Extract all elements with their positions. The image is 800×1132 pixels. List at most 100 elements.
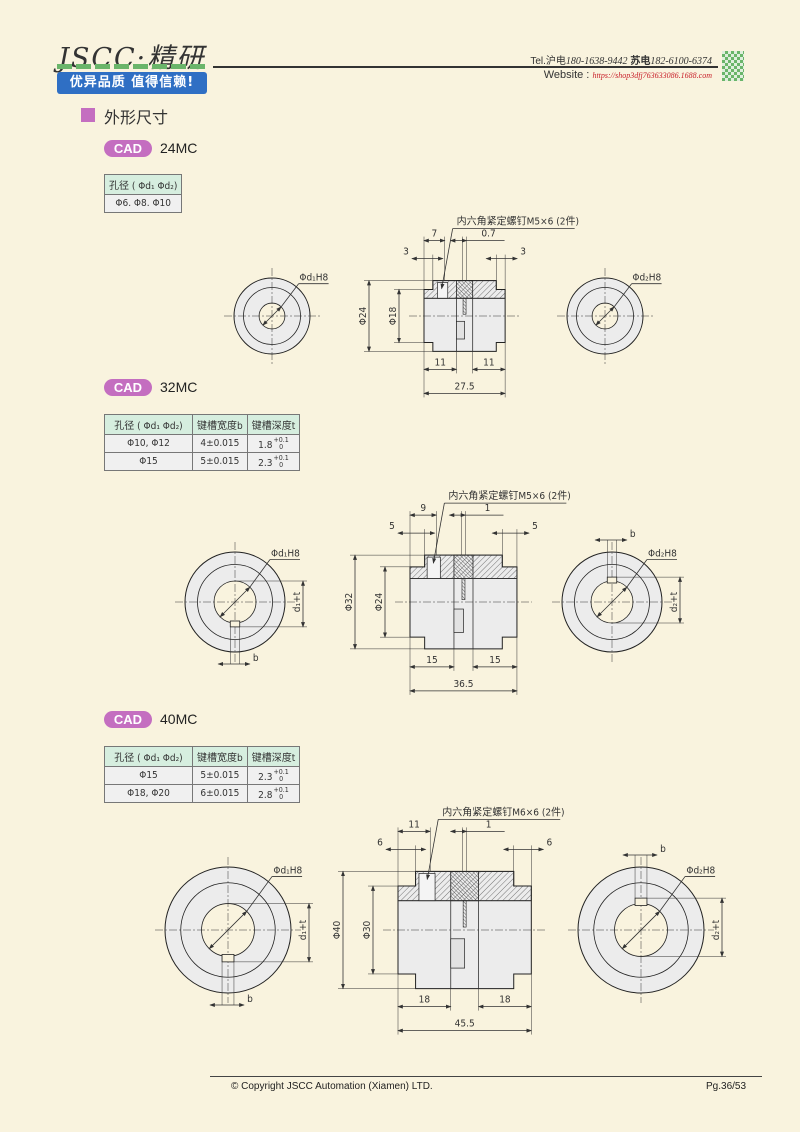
leader (659, 876, 686, 912)
spider-section (450, 871, 479, 902)
bore-dim (208, 910, 248, 950)
section-title: 外形尺寸 (104, 108, 169, 127)
copyright: © Copyright JSCC Automation (Xiamen) LTD… (231, 1081, 433, 1092)
cad-badge-32mc[interactable]: CAD (104, 379, 152, 396)
leader (246, 876, 273, 912)
keyway (634, 897, 648, 906)
inner-diameter-label: Φ24 (374, 592, 385, 611)
tol-lower: 0 (279, 442, 284, 451)
bore-cell: Φ10, Φ12 (104, 434, 193, 453)
jaw-tooth (456, 320, 465, 340)
bore-dim (595, 306, 615, 326)
website-link[interactable]: https://shop3dfj763633086.1688.com (592, 71, 712, 80)
header-divider (213, 66, 718, 68)
gap-label: 1 (485, 503, 491, 514)
inner-diameter-label: Φ18 (388, 306, 399, 325)
tel-suzhou: 182-6100-6374 (650, 56, 712, 67)
bore-plus-depth-label: d₂+t (711, 919, 722, 940)
outer-diameter-label: Φ40 (332, 920, 343, 939)
total-length-label: 45.5 (455, 1019, 475, 1030)
model-title: 24MC (160, 140, 198, 156)
spider-section (456, 280, 474, 299)
footer-divider (210, 1076, 762, 1077)
cad-badge-40mc[interactable]: CAD (104, 711, 152, 728)
bore-label: Φd₁H8 (299, 273, 328, 284)
tol-upper: +0.1 (273, 435, 289, 444)
checker-decoration (722, 51, 744, 81)
table-header: 孔径 ( Φd₁ Φd₂) (103, 174, 183, 195)
cad-badge-24mc[interactable]: CAD (104, 140, 152, 157)
model-title: 40MC (160, 711, 198, 727)
keyway (606, 576, 618, 584)
key-width-label: b (247, 994, 253, 1005)
bore-dim (621, 910, 661, 950)
tel-shanghai: 180-1638-9442 (565, 56, 628, 67)
bore-label: Φd₁H8 (271, 549, 300, 560)
leader-line (440, 228, 454, 290)
tol-lower: 0 (279, 792, 284, 801)
table-header: 键槽宽度b (192, 414, 248, 435)
key-width-label: b (630, 529, 636, 540)
bore-label: Φd₂H8 (686, 865, 715, 876)
set-screw-hole (418, 873, 436, 902)
leader-line (426, 819, 439, 881)
total-length-label: 27.5 (455, 381, 475, 392)
tol-upper: +0.1 (273, 767, 289, 776)
end-view-step (574, 564, 650, 640)
spider-section (453, 554, 474, 579)
hub-length-label: 11 (434, 357, 445, 368)
tel-su-label: 苏电 (630, 56, 651, 67)
tol-base: 1.8 (258, 439, 273, 451)
tol-base: 2.3 (258, 457, 273, 469)
end-step-label: 5 (532, 521, 538, 532)
jaw-tooth (453, 608, 464, 633)
page-number: Pg.36/53 (706, 1081, 747, 1092)
tol-lower: 0 (279, 774, 284, 783)
screw-callout: 内六角紧定螺钉M5×6 (2件) (457, 215, 579, 228)
bore-plus-depth-label: d₂+t (669, 591, 680, 612)
spider-slot (461, 578, 466, 600)
screw-callout: 内六角紧定螺钉M5×6 (2件) (448, 489, 570, 502)
website-info: Website : https://shop3dfj763633086.1688… (544, 69, 712, 81)
end-view-step (197, 564, 273, 640)
key-width-label: b (253, 653, 259, 664)
bore-table-24mc: 孔径 ( Φd₁ Φd₂) Φ6. Φ8. Φ10 (103, 174, 183, 213)
tel-label: Tel.沪电 (530, 56, 566, 67)
bore-plus-depth-label: d₁+t (292, 591, 303, 612)
leader-line (432, 503, 445, 564)
key-width-cell: 5±0.015 (192, 766, 248, 785)
screw-callout: 内六角紧定螺钉M6×6 (2件) (442, 805, 564, 818)
bore-dim (596, 586, 628, 618)
outer-diameter-label: Φ32 (344, 593, 355, 612)
bore-dim (262, 306, 282, 326)
bore-label: Φd₂H8 (632, 273, 661, 284)
gap-label: 0.7 (481, 229, 495, 240)
screw-position-label: 9 (420, 503, 426, 514)
end-step-label: 3 (403, 247, 409, 258)
outer-diameter-label: Φ24 (358, 306, 369, 325)
hub-length-label: 18 (419, 995, 431, 1006)
jaw-tooth (450, 938, 466, 969)
end-step-label: 6 (377, 837, 383, 848)
key-width-cell: 5±0.015 (192, 452, 248, 471)
total-length-label: 36.5 (453, 679, 473, 690)
spider-slot (462, 900, 467, 928)
tol-upper: +0.1 (273, 453, 289, 462)
spider-slot (462, 297, 467, 315)
phone-info: Tel.沪电180-1638-9442 苏电182-6100-6374 (530, 52, 712, 67)
table-cell: Φ6. Φ8. Φ10 (103, 194, 183, 213)
section-marker (81, 108, 95, 122)
key-width-cell: 6±0.015 (192, 784, 248, 803)
end-step-label: 6 (546, 837, 552, 848)
